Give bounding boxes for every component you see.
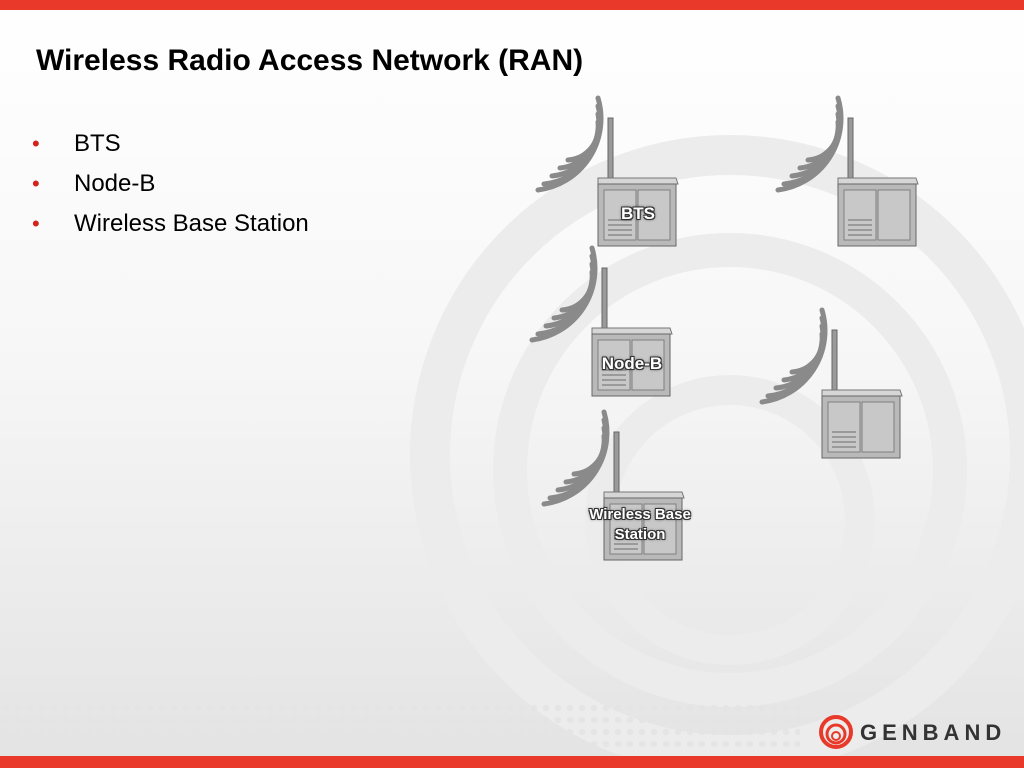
base-station-tower — [772, 90, 922, 250]
base-station-tower: BTS — [532, 90, 682, 250]
logo-wordmark: GENBAND — [860, 720, 1007, 745]
bullet-dot-icon: • — [32, 171, 40, 196]
radio-tower-icon — [775, 95, 919, 247]
base-station-tower: Wireless Base Station — [538, 404, 691, 564]
bullet-dot-icon: • — [32, 131, 40, 156]
bullet-text: BTS — [74, 130, 121, 157]
radio-tower-icon — [759, 307, 903, 459]
radio-tower-icon — [541, 409, 685, 561]
radio-tower-icon — [529, 245, 673, 397]
tower-label: Node-B — [601, 354, 663, 373]
base-station-tower: Node-B — [526, 240, 676, 400]
base-station-tower — [756, 302, 906, 462]
genband-logo: GENBAND — [818, 712, 1008, 752]
bullet-item: • Node-B — [30, 164, 309, 204]
bottom-accent-bar — [0, 756, 1024, 768]
tower-label: Wireless Base Station — [574, 505, 706, 545]
bullet-text: Wireless Base Station — [74, 210, 309, 237]
bullet-dot-icon: • — [32, 211, 40, 236]
bullet-text: Node-B — [74, 170, 156, 197]
tower-label: BTS — [621, 204, 655, 223]
slide-title: Wireless Radio Access Network (RAN) — [36, 44, 584, 77]
bullet-list: • BTS • Node-B • Wireless Base Station — [30, 124, 309, 244]
tower-label-line: Wireless Base — [589, 506, 691, 523]
top-accent-bar — [0, 0, 1024, 10]
tower-label-line: Station — [614, 526, 666, 543]
dotted-footer-band — [0, 702, 800, 752]
bullet-item: • Wireless Base Station — [30, 204, 309, 244]
radio-tower-icon — [535, 95, 679, 247]
bullet-item: • BTS — [30, 124, 309, 164]
genband-swirl-icon — [819, 715, 853, 749]
